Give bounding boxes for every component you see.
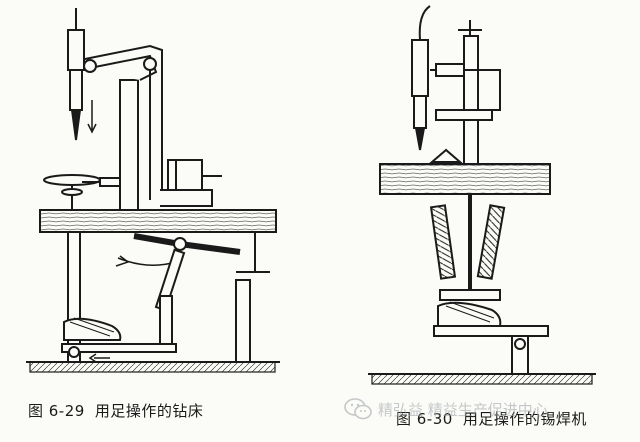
drill-column	[119, 79, 139, 211]
spindle-housing	[67, 29, 85, 71]
floor	[29, 361, 276, 373]
foot-pedal-right	[433, 325, 549, 337]
watermark-text: 精弘益 精益生产促进中心	[378, 400, 548, 419]
figure-caption-6-29: 图 6-29 用足操作的钻床	[28, 400, 203, 421]
floor-right	[371, 373, 593, 385]
spring-left	[429, 204, 457, 280]
bench-leg-right	[235, 279, 251, 363]
soldering-machine-illustration	[368, 5, 596, 385]
drill-bit	[70, 109, 82, 141]
soldering-iron	[411, 39, 429, 97]
drill-press-illustration	[26, 8, 280, 373]
figure-title: 用足操作的锡焊机	[462, 410, 587, 428]
bench-top-right	[379, 163, 551, 195]
pulley-top	[83, 59, 97, 73]
spring-right	[476, 204, 506, 280]
watermark: 精弘益 精益生产促进中心	[344, 398, 548, 420]
figure-caption-6-30: 图 6-30 用足操作的锡焊机	[396, 408, 587, 429]
work-table	[43, 174, 101, 186]
figure-number: 图 6-30	[396, 410, 453, 428]
bench-leg-left	[67, 231, 81, 363]
wechat-icon	[344, 398, 372, 420]
guide-post	[463, 35, 479, 165]
motor	[167, 159, 203, 191]
push-rod	[159, 295, 173, 345]
workbench-top	[39, 209, 277, 233]
foot-pedal	[61, 343, 177, 353]
figure-number: 图 6-29	[28, 402, 85, 420]
figure-title: 用足操作的钻床	[94, 402, 204, 420]
power-cable	[418, 5, 431, 41]
